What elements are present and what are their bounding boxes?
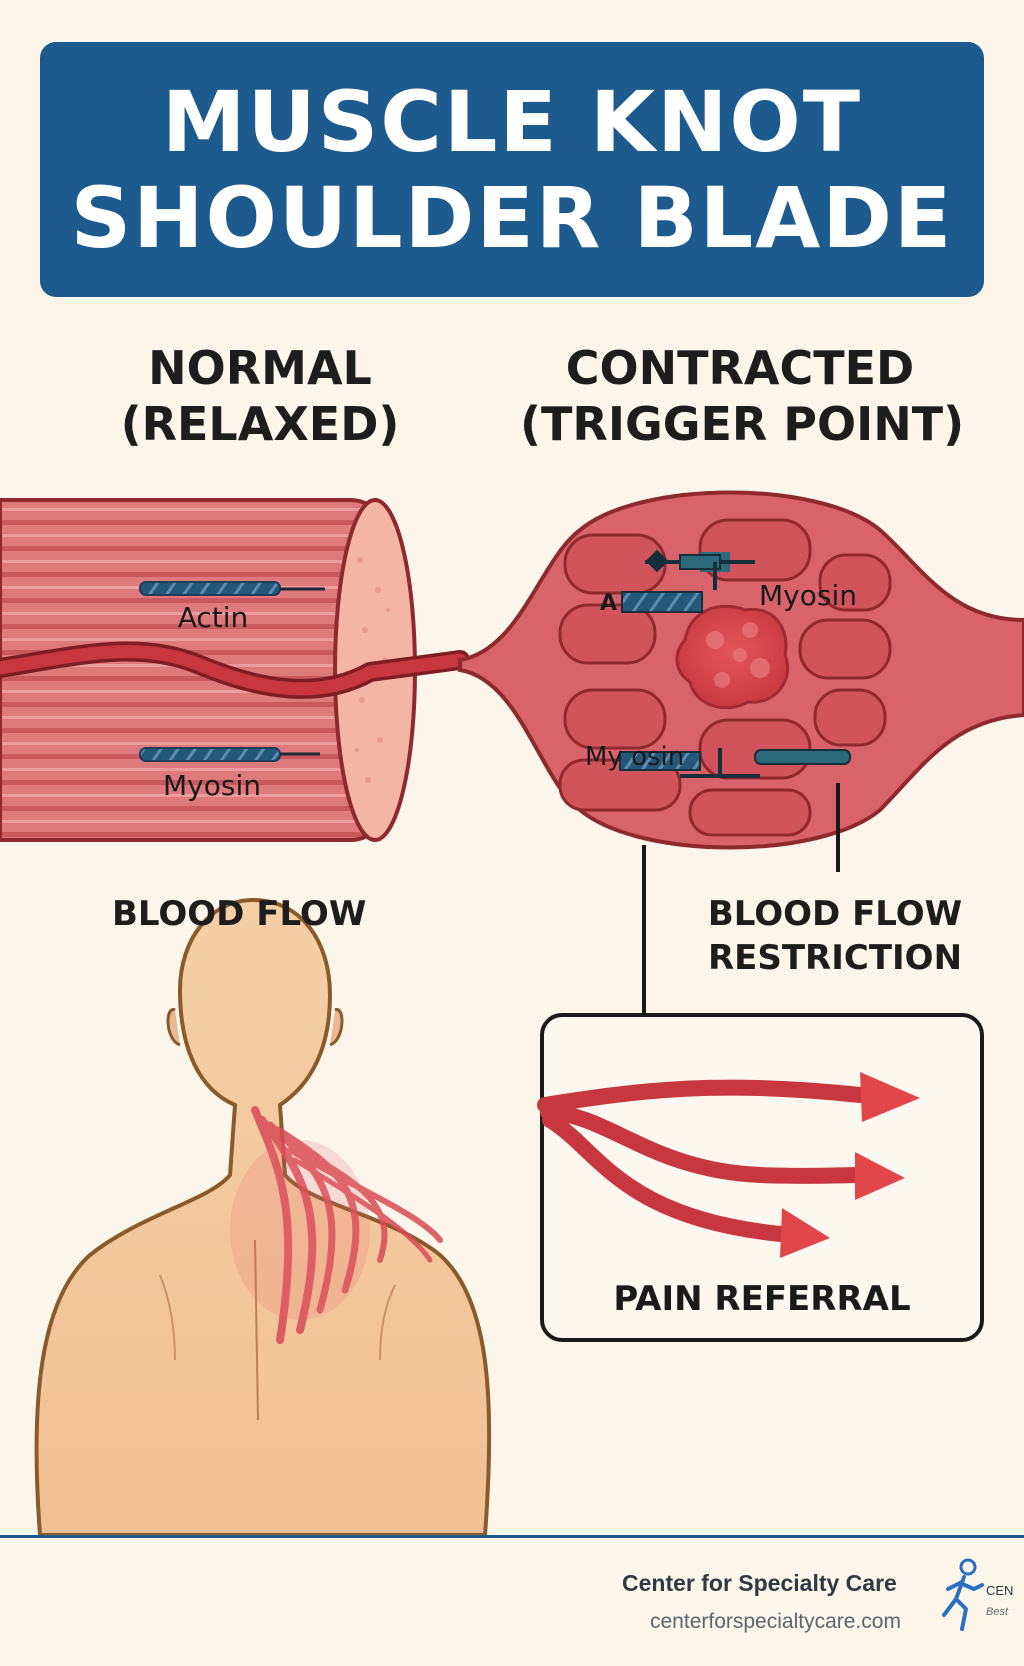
myosin-label-normal: Myosin (163, 769, 261, 802)
contracted-heading: CONTRACTED (TRIGGER POINT) (520, 340, 965, 452)
title-banner: MUSCLE KNOT SHOULDER BLADE (40, 42, 984, 297)
trigger-point-knot (675, 604, 790, 710)
contracted-heading-line-2: (TRIGGER POINT) (520, 397, 965, 451)
relaxed-muscle (0, 498, 470, 842)
runner-logo-icon: CEN Best (942, 1558, 1013, 1631)
back-illustration (34, 897, 492, 1535)
muscle-diagram: Actin Myosin A Myosin My osin PAIN REFER… (0, 490, 1024, 1535)
contracted-filaments (619, 549, 851, 778)
blood-flow-label: BLOOD FLOW (112, 894, 367, 934)
normal-heading: NORMAL (RELAXED) (95, 340, 425, 452)
restriction-line-2: RESTRICTION (707, 938, 963, 978)
contracted-muscle (458, 490, 1024, 850)
title-line-1: MUSCLE KNOT (161, 72, 863, 171)
footer-organization: Center for Specialty Care (622, 1570, 897, 1596)
myosin-label-bottom: My osin (585, 742, 684, 772)
actin-label: Actin (178, 601, 249, 634)
contracted-heading-line-1: CONTRACTED (565, 341, 915, 395)
myosin-label-top: Myosin (759, 579, 857, 612)
footer-logo: CEN Best (926, 1555, 1024, 1635)
normal-heading-line-2: (RELAXED) (120, 397, 400, 451)
myosin-filament (139, 747, 320, 762)
footer-url: centerforspecialtycare.com (650, 1610, 901, 1633)
title-line-2: SHOULDER BLADE (70, 168, 954, 267)
normal-heading-line-1: NORMAL (148, 341, 372, 395)
pain-referral-label: PAIN REFERRAL (613, 1279, 910, 1319)
blood-flow-restriction-label: BLOOD FLOW RESTRICTION (700, 892, 970, 980)
trapezius-highlight (251, 1106, 443, 1344)
logo-text-2: Best (986, 1606, 1009, 1618)
restriction-line-1: BLOOD FLOW (707, 894, 963, 934)
a-label: A (600, 591, 617, 616)
pain-referral-arrows (537, 1072, 920, 1258)
footer-divider (0, 1535, 1024, 1538)
logo-text-1: CEN (986, 1583, 1013, 1598)
actin-filament (139, 581, 325, 596)
